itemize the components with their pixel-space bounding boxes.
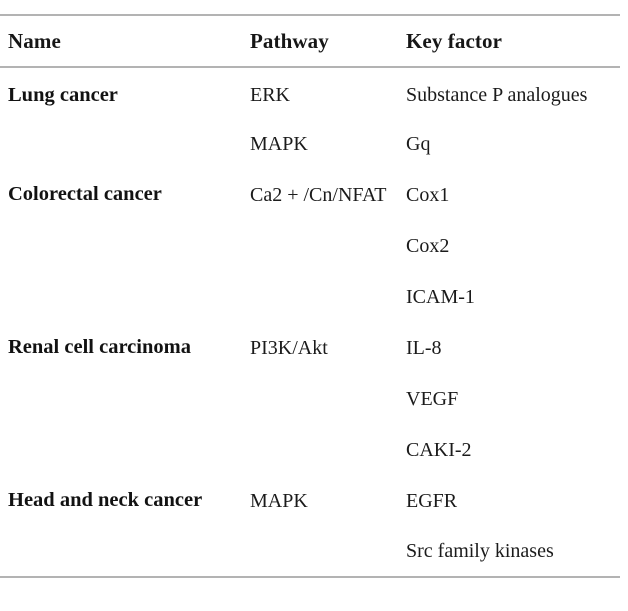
- table-header: Name Pathway Key factor: [0, 15, 620, 67]
- cell-keyfactor: Substance P analogues: [406, 84, 588, 106]
- cell-name: [0, 424, 245, 475]
- cell-name: Colorectal cancer: [8, 183, 162, 206]
- cell-pathway: [245, 526, 403, 577]
- header-row: Name Pathway Key factor: [0, 15, 620, 67]
- cell-name: Lung cancer: [8, 83, 118, 106]
- cell-name: [0, 271, 245, 322]
- cell-pathway: [245, 424, 403, 475]
- cell-keyfactor: Gq: [406, 132, 431, 155]
- cell-keyfactor: Src family kinases: [406, 540, 554, 562]
- column-header-pathway: Pathway: [250, 29, 329, 53]
- cell-name: [0, 118, 245, 169]
- table-row: MAPK Gq: [0, 118, 620, 169]
- cell-keyfactor: IL-8: [406, 336, 442, 359]
- cell-name: [0, 220, 245, 271]
- column-header-keyfactor: Key factor: [406, 29, 503, 53]
- cell-name: [0, 373, 245, 424]
- cell-pathway: PI3K/Akt: [250, 336, 328, 359]
- cell-keyfactor: EGFR: [406, 489, 458, 512]
- table-row: CAKI-2: [0, 424, 620, 475]
- column-header-name: Name: [8, 29, 61, 53]
- table-row: Colorectal cancer Ca2 + /Cn/NFAT Cox1: [0, 169, 620, 220]
- cell-name: [0, 526, 245, 577]
- table-row: VEGF: [0, 373, 620, 424]
- cell-pathway: MAPK: [250, 132, 308, 155]
- cell-keyfactor: Cox1: [406, 183, 450, 206]
- table-row: Head and neck cancer MAPK EGFR: [0, 475, 620, 526]
- cell-pathway: Ca2 + /Cn/NFAT: [250, 183, 387, 206]
- cell-keyfactor: VEGF: [406, 387, 459, 410]
- cell-pathway: [245, 220, 403, 271]
- table-row: ICAM-1: [0, 271, 620, 322]
- cell-pathway: MAPK: [250, 489, 308, 512]
- cell-keyfactor: ICAM-1: [406, 285, 475, 308]
- cell-pathway: [245, 271, 403, 322]
- cell-keyfactor: Cox2: [406, 234, 450, 257]
- cancer-pathway-table: Name Pathway Key factor Lung cancer ERK …: [0, 14, 620, 578]
- table-row: Src family kinases: [0, 526, 620, 577]
- table-row: Lung cancer ERK Substance P analogues: [0, 67, 620, 118]
- cell-name: Head and neck cancer: [8, 489, 203, 512]
- cell-keyfactor: CAKI-2: [406, 438, 472, 461]
- table-body: Lung cancer ERK Substance P analogues MA…: [0, 67, 620, 577]
- cell-pathway: ERK: [250, 84, 290, 106]
- cell-pathway: [245, 373, 403, 424]
- table-row: Renal cell carcinoma PI3K/Akt IL-8: [0, 322, 620, 373]
- table-row: Cox2: [0, 220, 620, 271]
- cell-name: Renal cell carcinoma: [8, 336, 191, 359]
